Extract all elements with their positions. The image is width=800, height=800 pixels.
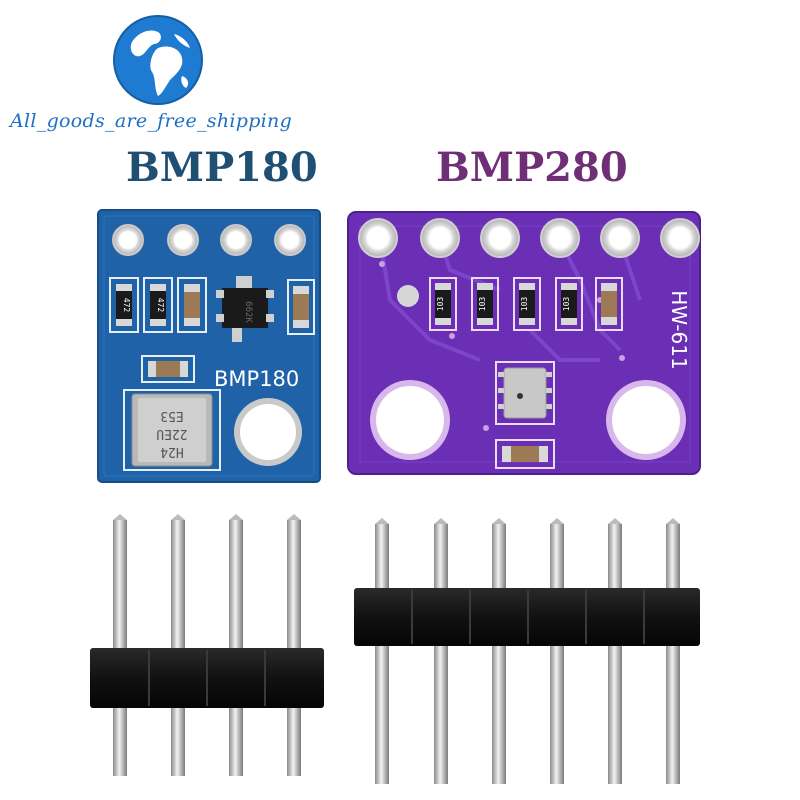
sensor-mark-1: E53: [160, 408, 183, 423]
brand-logo: [112, 14, 204, 106]
header-6pin: [354, 518, 700, 784]
resistor-code-label: 103: [478, 297, 487, 312]
product-title-bmp180: BMP180: [126, 144, 318, 191]
bmp280-capacitor-1: [595, 277, 623, 331]
bmp180-silkscreen-label: BMP180: [214, 367, 299, 391]
bmp280-resistor-4: 103: [555, 277, 583, 331]
bmp180-regulator: 662K: [216, 276, 274, 342]
resistor-code-label: 472: [122, 298, 131, 313]
bmp280-header-pads: [358, 218, 700, 258]
product-title-bmp280: BMP280: [436, 144, 628, 191]
sensor-mark-3: H24: [160, 444, 184, 459]
sensor-mark-2: 22EU: [156, 426, 187, 441]
bmp280-sensor-chip: [495, 361, 555, 425]
bmp280-board: 103 103 103 103: [347, 211, 701, 475]
regulator-code-label: 662K: [243, 301, 253, 323]
bmp280-resistor-2: 103: [471, 277, 499, 331]
globe-icon: [113, 15, 203, 105]
bmp280-resistor-1: 103: [429, 277, 457, 331]
bmp180-header-pads: [112, 224, 306, 256]
bmp180-sensor-chip: E53 22EU H24: [123, 389, 221, 471]
bmp280-test-pad: [397, 285, 419, 307]
bmp180-capacitor-3: [141, 355, 195, 383]
bmp180-capacitor-1: [177, 277, 207, 333]
brand-tagline: All_goods_are_free_shipping: [10, 110, 293, 132]
header-4pin: [90, 514, 324, 776]
resistor-code-label: 472: [156, 298, 165, 313]
resistor-code-label: 103: [562, 297, 571, 312]
bmp280-capacitor-2: [495, 439, 555, 469]
bmp180-resistor-1: 472: [109, 277, 139, 333]
bmp180-resistor-2: 472: [143, 277, 173, 333]
bmp180-capacitor-2: [287, 279, 315, 335]
resistor-code-label: 103: [436, 297, 445, 312]
bmp280-resistor-3: 103: [513, 277, 541, 331]
bmp180-board: 472 472 662K: [97, 209, 321, 483]
resistor-code-label: 103: [520, 297, 529, 312]
bmp280-silkscreen-label: HW-611: [667, 290, 691, 369]
